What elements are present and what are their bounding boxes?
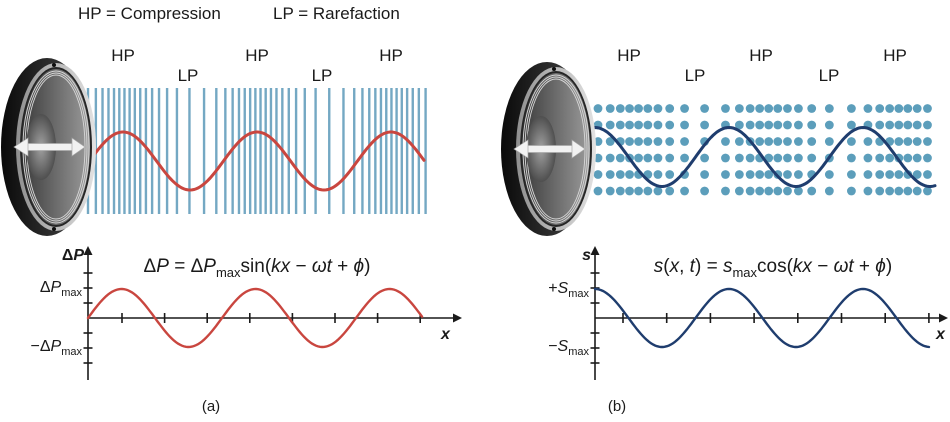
region-label-b-0: HP [617, 46, 641, 65]
molecule-dots-b [593, 104, 932, 196]
speaker-motion-arrow-icon [13, 137, 86, 157]
region-label-a-0: HP [111, 46, 135, 65]
speaker-illustration-b [501, 62, 596, 236]
y-tick-label-b-0: +Smax [548, 280, 589, 300]
legend-lp-definition: LP = Rarefaction [273, 4, 400, 23]
pressure-lines-a [86, 88, 427, 214]
speaker-illustration-a [1, 58, 96, 236]
caption-a: (a) [201, 398, 221, 415]
y-axis-title-b: s [582, 247, 591, 264]
region-label-a-3: LP [311, 66, 333, 85]
displacement-graph-b-curve [593, 287, 931, 349]
legend-hp-definition: HP = Compression [78, 4, 221, 23]
speaker-motion-arrow-icon [513, 139, 586, 159]
wave-equation-a: ΔP = ΔPmaxsin(kx − ωt + ϕ) [143, 256, 371, 280]
region-label-b-2: HP [749, 46, 773, 65]
caption-b: (b) [607, 398, 627, 415]
region-label-b-3: LP [818, 66, 840, 85]
region-label-a-4: HP [379, 46, 403, 65]
displacement-wave-overlay-b [591, 125, 937, 188]
y-axis-title-a: ΔP [61, 247, 84, 264]
wave-equation-b: s(x, t) = smaxcos(kx − ωt + ϕ) [653, 256, 893, 280]
region-label-a-2: HP [245, 46, 269, 65]
y-tick-label-a-0: ΔPmax [39, 279, 82, 299]
x-axis-label-b: x [936, 326, 945, 343]
y-tick-label-b-1: −Smax [548, 338, 589, 358]
pressure-graph-a [83, 246, 462, 380]
region-label-b-1: LP [684, 66, 706, 85]
x-axis-label-a: x [441, 326, 450, 343]
y-tick-label-a-1: −ΔPmax [30, 338, 82, 358]
region-label-a-1: LP [177, 66, 199, 85]
region-label-b-4: HP [883, 46, 907, 65]
displacement-graph-b [590, 246, 948, 380]
pressure-graph-a-curve [86, 287, 424, 349]
pressure-wave-overlay-a [86, 130, 426, 192]
